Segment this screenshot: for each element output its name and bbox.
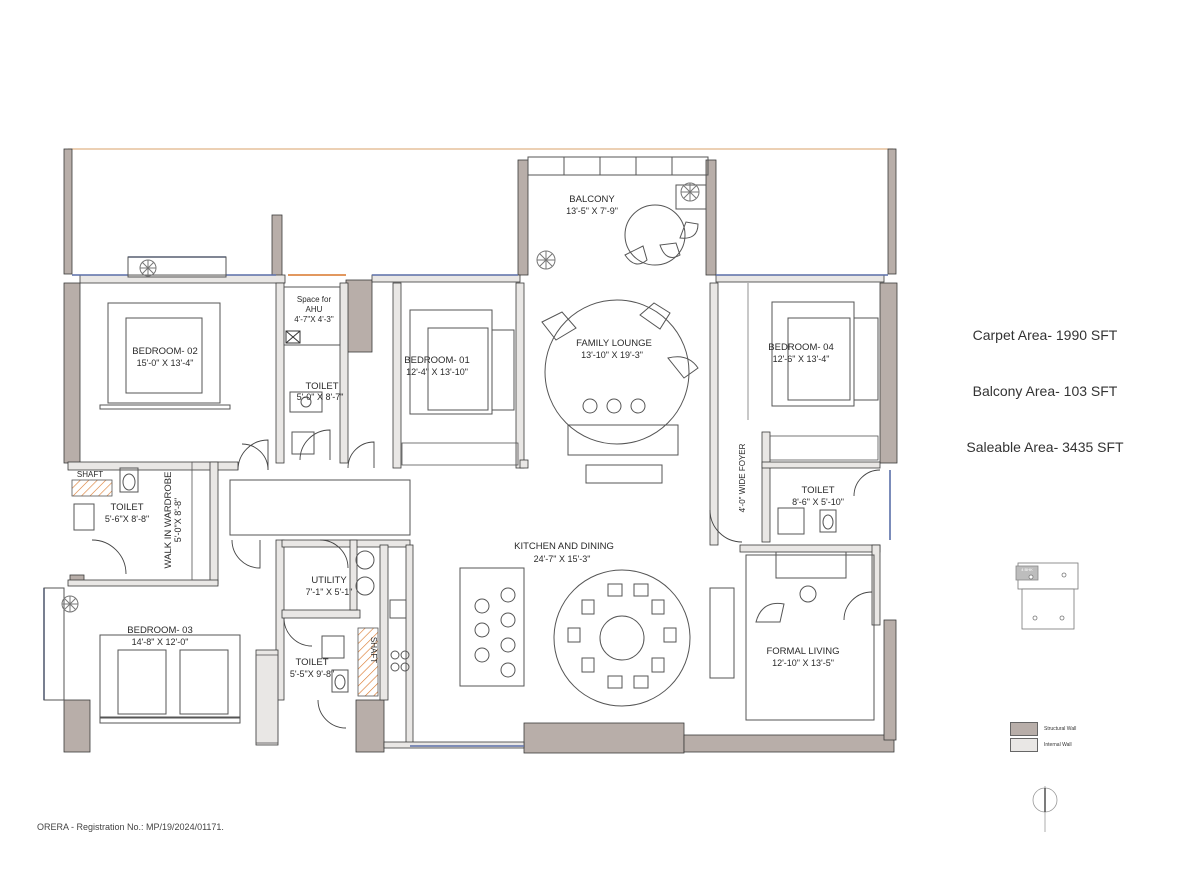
legend-internal-label: Internal Wall <box>1044 742 1072 748</box>
label-bedroom-03: BEDROOM- 03 <box>127 625 192 636</box>
label-bedroom-04: BEDROOM- 04 <box>768 342 833 353</box>
ahu-cross <box>285 330 301 344</box>
label-bedroom-01: BEDROOM- 01 <box>404 355 469 366</box>
key-plan <box>1015 562 1079 630</box>
label-ahu-2: AHU <box>306 305 323 314</box>
legend-structural-label: Structural Wall <box>1044 726 1077 732</box>
internal-walls <box>67 274 885 749</box>
doors <box>91 429 881 729</box>
corridor-console <box>229 479 411 536</box>
dim-formal-living: 12'-10" X 13'-5" <box>772 658 834 668</box>
shaft-top-hatch <box>71 479 113 497</box>
label-ahu-1: Space for <box>297 295 332 304</box>
formal-living-furniture <box>709 551 875 721</box>
label-kitchen: KITCHEN AND DINING <box>514 541 614 552</box>
balcony-furniture <box>624 184 707 266</box>
dim-utility: 7'-1" X 5'-1" <box>306 587 353 597</box>
label-shaft-top: SHAFT <box>77 470 103 479</box>
label-wide-foyer: 4'-0" WIDE FOYER <box>738 443 747 512</box>
north-arrow-icon <box>1032 786 1058 832</box>
dim-toilet-b: 5'-6"X 8'-8" <box>105 514 149 524</box>
dim-bedroom-04: 12'-6" X 13'-4" <box>773 354 830 364</box>
label-balcony: BALCONY <box>569 194 615 205</box>
plant-icon <box>61 182 700 613</box>
label-toilet-d: TOILET <box>295 657 328 668</box>
label-utility: UTILITY <box>311 575 347 586</box>
dim-ahu: 4'-7"X 4'-3" <box>294 315 334 324</box>
registration-number: ORERA - Registration No.: MP/19/2024/011… <box>37 822 224 832</box>
beds <box>99 301 879 724</box>
structural-swatch <box>1010 722 1038 736</box>
dim-family-lounge: 13'-10" X 19'-3" <box>581 350 643 360</box>
label-toilet-a: TOILET <box>305 381 338 392</box>
dim-toilet-a: 5'-0" X 8'-7" <box>297 392 344 402</box>
shaft-bottom-hatch <box>357 627 379 697</box>
dining-furniture <box>459 567 691 707</box>
label-toilet-c: TOILET <box>801 485 834 496</box>
legend-internal: Internal Wall <box>1010 738 1072 752</box>
dim-balcony: 13'-5" X 7'-9" <box>566 206 618 216</box>
dim-bedroom-03: 14'-8" X 12'-0" <box>132 637 189 647</box>
dim-toilet-c: 8'-6" X 5'-10" <box>792 497 844 507</box>
label-formal-living: FORMAL LIVING <box>766 646 839 657</box>
bay-window <box>127 256 227 278</box>
room-labels: BALCONY 13'-5" X 7'-9" BEDROOM- 02 15'-0… <box>77 194 844 679</box>
balcony-area: Balcony Area- 103 SFT <box>972 383 1118 399</box>
family-lounge-furniture <box>541 299 699 484</box>
label-family-lounge: FAMILY LOUNGE <box>576 338 652 349</box>
label-bedroom-02: BEDROOM- 02 <box>132 346 197 357</box>
saleable-area: Saleable Area- 3435 SFT <box>966 439 1124 455</box>
internal-swatch <box>1010 738 1038 752</box>
key-plan-label: 4 BHK <box>1021 567 1033 572</box>
toilet-fixtures <box>73 391 837 693</box>
dim-kitchen: 24'-7" X 15'-3" <box>534 554 591 564</box>
dim-bedroom-01: 12'-4" X 13'-10" <box>406 367 468 377</box>
label-toilet-b: TOILET <box>110 502 143 513</box>
balcony-railing <box>527 156 709 176</box>
legend-structural: Structural Wall <box>1010 722 1076 736</box>
label-shaft-bottom: SHAFT <box>369 637 378 663</box>
wardrobes <box>191 435 879 744</box>
dim-bedroom-02: 15'-0" X 13'-4" <box>137 358 194 368</box>
dim-toilet-d: 5'-5"X 9'-8" <box>290 669 334 679</box>
dim-walk-in-wardrobe: 5'-0"X 8'-8" <box>173 498 183 542</box>
carpet-area: Carpet Area- 1990 SFT <box>972 327 1118 343</box>
bedroom03-window <box>43 587 65 701</box>
label-walk-in-wardrobe: WALK IN WARDROBE <box>163 472 174 569</box>
ahu-box <box>283 286 341 346</box>
